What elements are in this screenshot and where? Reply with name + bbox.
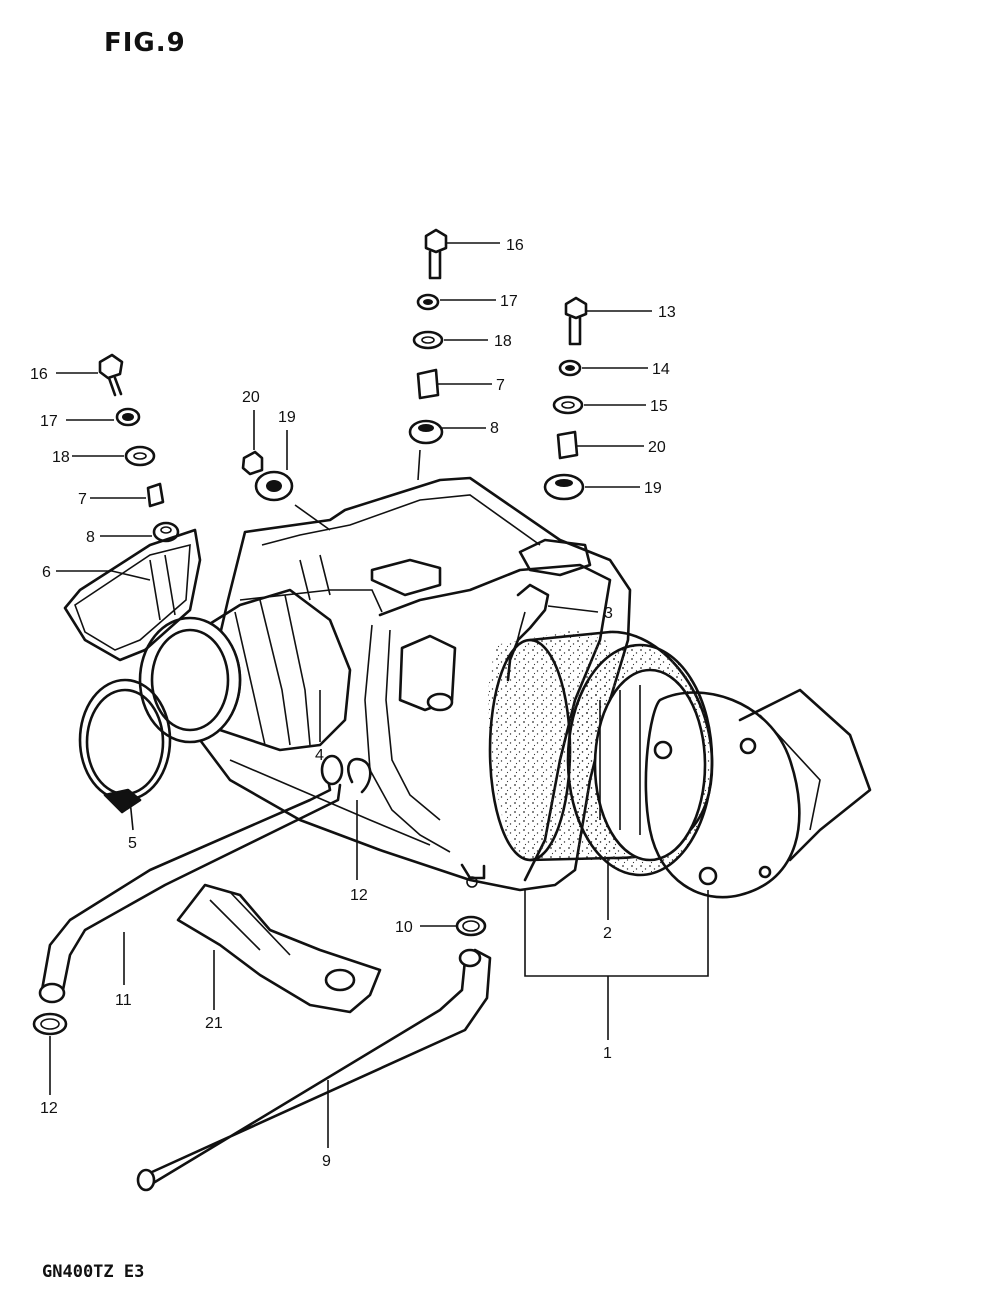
callout-9: 9 (322, 1153, 331, 1170)
callout-18-top: 18 (494, 333, 512, 350)
hardware-middle-stack (241, 450, 294, 502)
model-code: GN400TZ E3 (42, 1262, 145, 1282)
tool-bag (176, 883, 382, 1014)
hardware-right-stack (543, 296, 588, 501)
drain-tube (136, 948, 492, 1192)
callout-17-left: 17 (40, 413, 58, 430)
clamp-spring (506, 583, 550, 682)
hose-clamp (78, 678, 172, 814)
callout-8-top: 8 (490, 420, 499, 437)
air-cleaner-cover (644, 688, 872, 899)
small-clamp (455, 915, 487, 937)
callout-6: 6 (42, 564, 51, 581)
callout-10: 10 (395, 919, 413, 936)
callout-12-upper: 12 (350, 887, 368, 904)
callout-18-left: 18 (52, 449, 70, 466)
callout-16-top: 16 (506, 237, 524, 254)
callout-4: 4 (315, 747, 324, 764)
callout-20-right: 20 (648, 439, 666, 456)
air-cleaner-element (488, 630, 714, 877)
intake-boot (138, 588, 352, 752)
callout-11: 11 (115, 992, 132, 1009)
callout-19-right: 19 (644, 480, 662, 497)
callout-labels: 16 17 18 7 8 13 14 15 20 19 16 17 18 7 8… (30, 237, 676, 1170)
callout-2: 2 (603, 925, 612, 942)
hardware-center-stack (408, 228, 448, 445)
callout-3: 3 (604, 605, 613, 622)
callout-21: 21 (205, 1015, 223, 1032)
callout-14: 14 (652, 361, 670, 378)
hose-clip-lower (32, 1012, 68, 1036)
air-cleaner-case (198, 476, 632, 892)
breather-hose (38, 754, 344, 1004)
callout-5: 5 (128, 835, 137, 852)
callout-19-middle: 19 (278, 409, 296, 426)
hose-clip-upper (347, 757, 372, 794)
callout-12-lower: 12 (40, 1100, 58, 1117)
callout-20-middle: 20 (242, 389, 260, 406)
callout-7-top: 7 (496, 377, 505, 394)
callout-1: 1 (603, 1045, 612, 1062)
callout-16-left: 16 (30, 366, 48, 383)
bracket (63, 528, 202, 662)
callout-17-top: 17 (500, 293, 518, 310)
figure-title: FIG.9 (104, 28, 186, 58)
callout-13: 13 (658, 304, 676, 321)
leader-lines (49, 242, 709, 1148)
callout-8-left: 8 (86, 529, 95, 546)
callout-15: 15 (650, 398, 668, 415)
callout-7-left: 7 (78, 491, 87, 508)
hardware-left-stack (98, 353, 180, 543)
